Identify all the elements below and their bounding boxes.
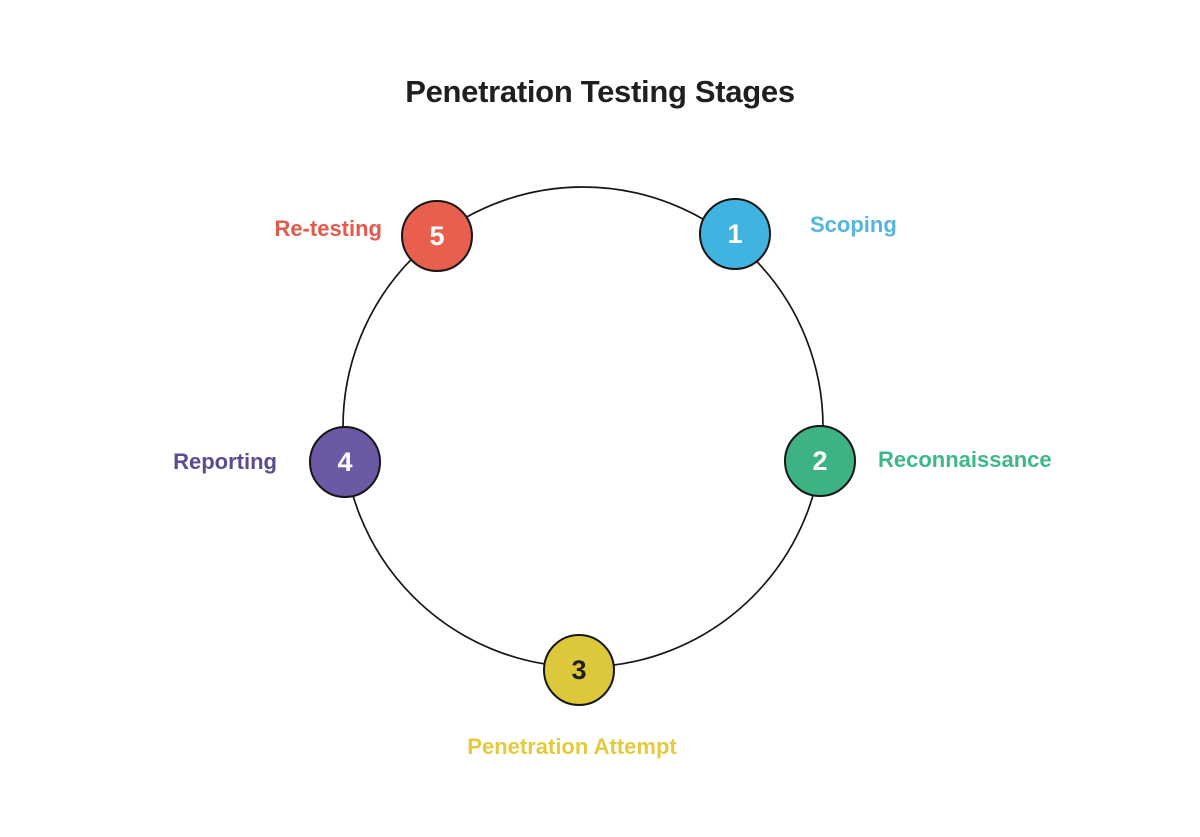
page-title: Penetration Testing Stages [405,74,795,109]
stage-number: 3 [571,654,587,685]
stage-number: 5 [429,220,445,251]
stage-number: 2 [812,445,828,476]
stage-node-reconnaissance: 2 [784,425,856,497]
stage-node-penetration-attempt: 3 [543,634,615,706]
stage-number: 1 [727,218,743,249]
stage-label-penetration-attempt: Penetration Attempt [467,734,677,759]
stage-node-reporting: 4 [309,426,381,498]
stage-node-scoping: 1 [699,198,771,270]
stage-label-scoping: Scoping [810,212,897,237]
stage-label-reconnaissance: Reconnaissance [878,447,1052,472]
stage-node-re-testing: 5 [401,200,473,272]
stage-number: 4 [337,446,353,477]
stage-label-re-testing: Re-testing [274,216,382,241]
stage-label-reporting: Reporting [173,449,277,474]
